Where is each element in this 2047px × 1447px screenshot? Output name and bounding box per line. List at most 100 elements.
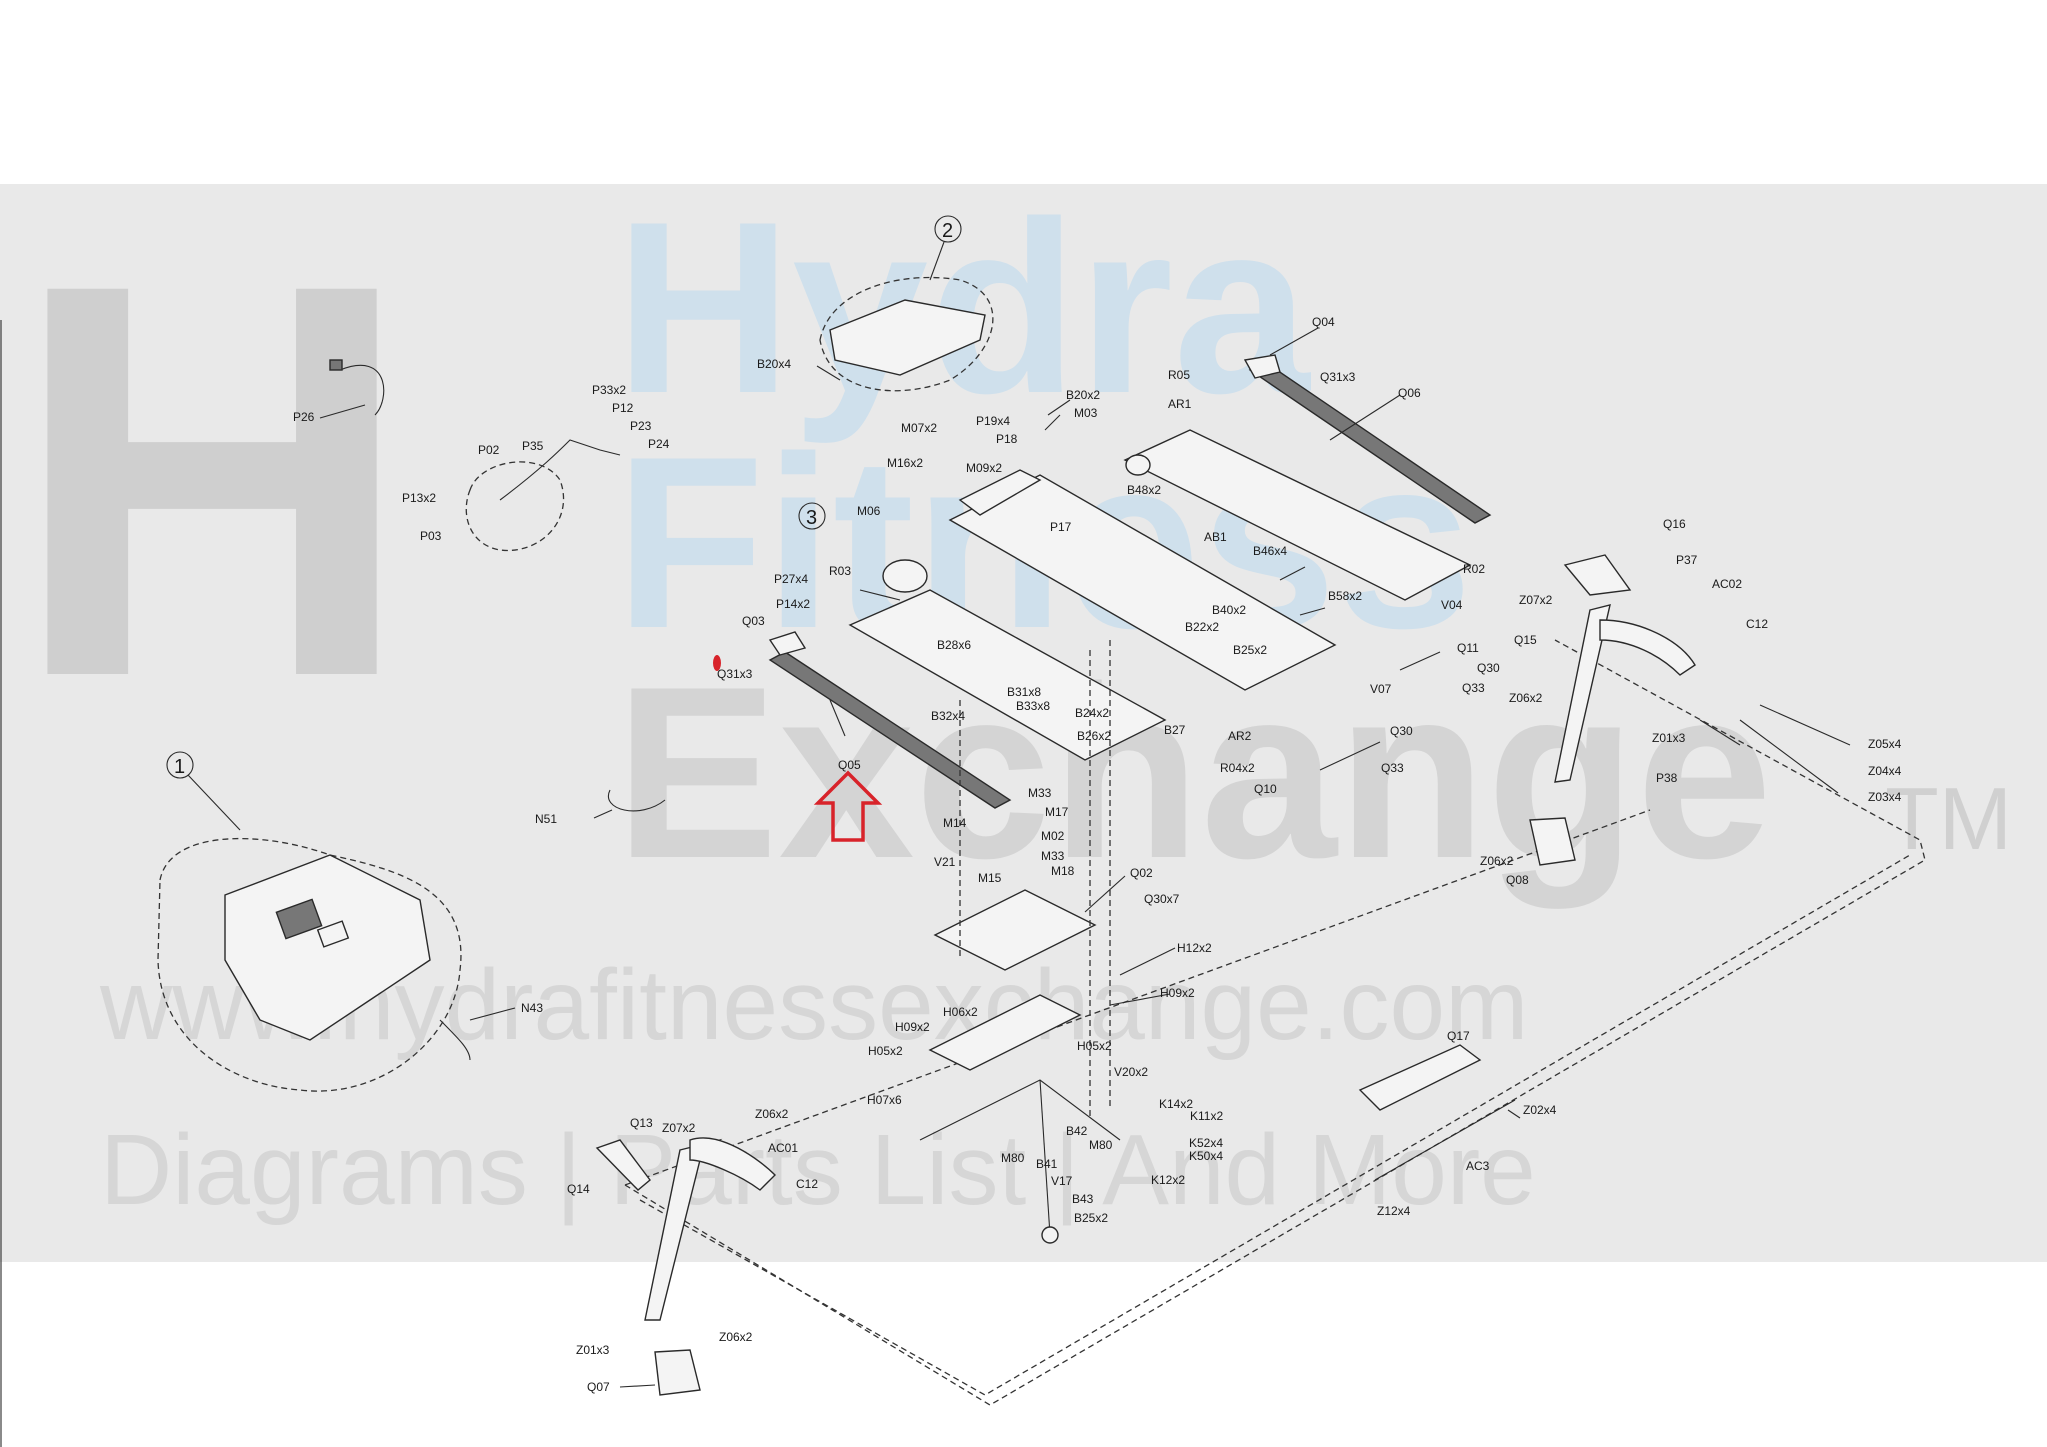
label-AR1: AR1	[1168, 397, 1192, 411]
callout-circle-3	[798, 502, 826, 530]
label-P27x4: P27x4	[774, 572, 808, 586]
watermark-trademark: TM	[1885, 769, 2013, 868]
label-H07x6: H07x6	[867, 1093, 902, 1107]
label-Z04x4: Z04x4	[1868, 764, 1902, 778]
console-outline	[157, 837, 462, 1092]
part-labels: P26 P33x2 P12 P23 P24 P35 P02 P13x2 P03 …	[293, 315, 1902, 1394]
label-Z05x4: Z05x4	[1868, 737, 1902, 751]
floor-outline	[624, 639, 1926, 1406]
label-M80-b: M80	[1001, 1151, 1025, 1165]
label-Q10: Q10	[1254, 782, 1277, 796]
label-Q33-b: Q33	[1381, 761, 1404, 775]
watermark-tagline: Diagrams | Parts List | And More	[100, 1114, 1536, 1226]
watermark-logo: H	[10, 167, 414, 793]
label-B24x2: B24x2	[1075, 706, 1109, 720]
label-V20x2: V20x2	[1114, 1065, 1148, 1079]
label-P13x2: P13x2	[402, 491, 436, 505]
frame-upright	[958, 469, 1042, 516]
end-cap-q03	[768, 631, 807, 656]
label-B42: B42	[1066, 1124, 1088, 1138]
label-B31x8: B31x8	[1007, 685, 1041, 699]
label-R02: R02	[1463, 562, 1485, 576]
label-Q30x7: Q30x7	[1144, 892, 1180, 906]
label-Q30-b: Q30	[1390, 724, 1413, 738]
label-K52x4: K52x4	[1189, 1136, 1223, 1150]
label-H06x2: H06x2	[943, 1005, 978, 1019]
label-Q17: Q17	[1447, 1029, 1470, 1043]
label-C12-r: C12	[1746, 617, 1768, 631]
label-B26x2: B26x2	[1077, 729, 1111, 743]
console-keypad	[316, 920, 350, 948]
label-B43: B43	[1072, 1192, 1094, 1206]
label-Z01x3-l: Z01x3	[576, 1343, 610, 1357]
label-C12-l: C12	[796, 1177, 818, 1191]
label-P18: P18	[996, 432, 1018, 446]
label-B27: B27	[1164, 723, 1186, 737]
label-B25x2-bot: B25x2	[1074, 1211, 1108, 1225]
label-V07: V07	[1370, 682, 1392, 696]
label-K14x2: K14x2	[1159, 1097, 1193, 1111]
wiring-outline	[465, 461, 565, 552]
callout-leader-1	[187, 774, 241, 831]
label-Q13: Q13	[630, 1116, 653, 1130]
label-H12x2: H12x2	[1177, 941, 1212, 955]
label-Q33-a: Q33	[1462, 681, 1485, 695]
label-Z01x3-r: Z01x3	[1652, 731, 1686, 745]
motor-shaft	[859, 589, 901, 601]
label-V21: V21	[934, 855, 956, 869]
label-B22x2: B22x2	[1185, 620, 1219, 634]
label-AR2: AR2	[1228, 729, 1252, 743]
label-P14x2: P14x2	[776, 597, 810, 611]
label-P37: P37	[1676, 553, 1698, 567]
console-part	[224, 854, 431, 1041]
label-M17: M17	[1045, 805, 1069, 819]
label-H09x2-r: H09x2	[1160, 986, 1195, 1000]
label-B25x2-top: B25x2	[1233, 643, 1267, 657]
label-Z07x2-l: Z07x2	[662, 1121, 696, 1135]
label-P12: P12	[612, 401, 634, 415]
label-Q08: Q08	[1506, 873, 1529, 887]
left-handle	[689, 1137, 776, 1191]
label-B46x4: B46x4	[1253, 544, 1287, 558]
label-M16x2: M16x2	[887, 456, 923, 470]
foot-cover-q07	[654, 1349, 701, 1396]
label-M33-a: M33	[1028, 786, 1052, 800]
label-Q03: Q03	[742, 614, 765, 628]
cable-n43	[439, 1019, 471, 1061]
label-B48x2: B48x2	[1127, 483, 1161, 497]
label-R03: R03	[829, 564, 851, 578]
label-Q02: Q02	[1130, 866, 1153, 880]
label-P35: P35	[522, 439, 544, 453]
label-H05x2-r: H05x2	[1077, 1039, 1112, 1053]
label-AB1: AB1	[1204, 530, 1227, 544]
label-M18: M18	[1051, 864, 1075, 878]
lift-leg	[1039, 1079, 1051, 1236]
label-M07x2: M07x2	[901, 421, 937, 435]
label-K50x4: K50x4	[1189, 1149, 1223, 1163]
label-M03: M03	[1074, 406, 1098, 420]
power-cord	[339, 364, 385, 416]
callout-2: 2	[942, 220, 953, 242]
label-H09x2-l: H09x2	[895, 1020, 930, 1034]
leader-lines	[319, 327, 1851, 1388]
label-P03: P03	[420, 529, 442, 543]
label-B32x4: B32x4	[931, 709, 965, 723]
label-Z06x2-r: Z06x2	[1509, 691, 1543, 705]
label-B28x6: B28x6	[937, 638, 971, 652]
lower-tray	[933, 889, 1097, 971]
callout-circle-1	[166, 751, 194, 779]
label-Z06x2-l: Z06x2	[755, 1107, 789, 1121]
label-AC01: AC01	[768, 1141, 798, 1155]
label-M33-b: M33	[1041, 849, 1065, 863]
running-belt	[1123, 429, 1472, 601]
label-Q07: Q07	[587, 1380, 610, 1394]
console-display	[275, 898, 323, 940]
wiring-harness	[499, 439, 621, 501]
label-P17: P17	[1050, 520, 1072, 534]
label-P23: P23	[630, 419, 652, 433]
label-Q11: Q11	[1457, 641, 1479, 655]
label-M15: M15	[978, 871, 1002, 885]
label-Q06: Q06	[1398, 386, 1421, 400]
label-Z06x2-b: Z06x2	[719, 1330, 753, 1344]
label-B33x8: B33x8	[1016, 699, 1050, 713]
